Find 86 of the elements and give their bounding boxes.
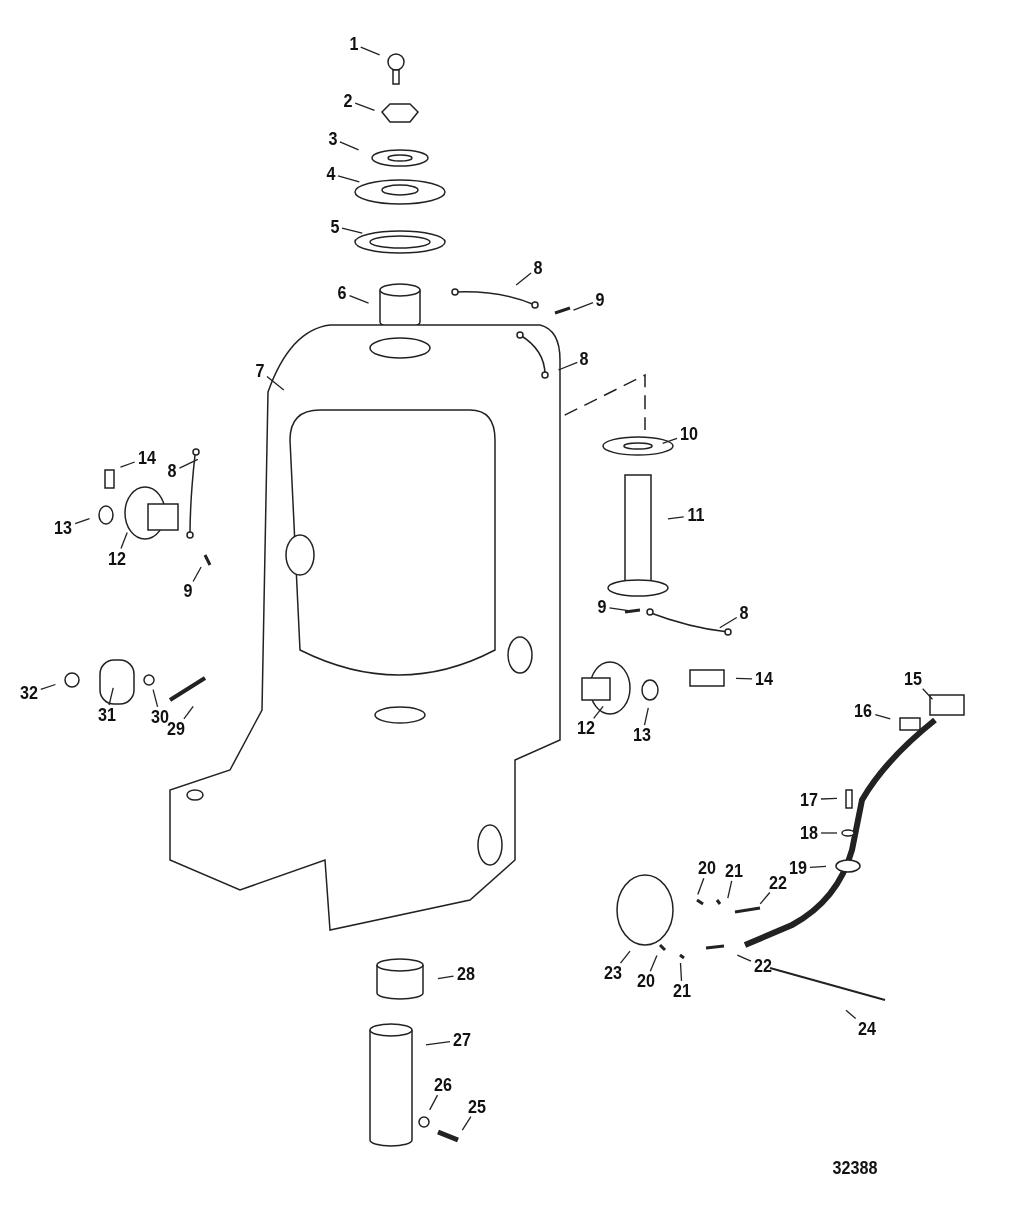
callout-number: 11: [687, 505, 705, 526]
leader-line: [727, 880, 733, 899]
leader-line: [697, 877, 705, 896]
leader-line: [845, 1009, 857, 1020]
figure-number: 32388: [832, 1158, 878, 1178]
leader-line: [183, 705, 194, 720]
leader-line: [667, 516, 685, 520]
callout-number: 19: [789, 857, 808, 878]
leader-line: [461, 1115, 472, 1131]
callout-number: 29: [167, 718, 186, 739]
callout-number: 8: [533, 257, 543, 278]
callout-number: 8: [579, 349, 589, 370]
callout-number: 23: [603, 963, 622, 984]
leader-line: [178, 458, 199, 469]
leader-line: [339, 141, 360, 151]
leader-line: [874, 713, 891, 720]
callout-number: 18: [800, 823, 818, 843]
leader-line: [922, 688, 934, 700]
leader-line: [649, 954, 658, 972]
callout-number: 9: [597, 596, 607, 617]
leader-line: [337, 175, 360, 183]
callout-number: 15: [904, 668, 923, 689]
callout-number: 8: [739, 603, 749, 624]
callout-number: 21: [673, 980, 692, 1001]
leader-line: [557, 361, 578, 371]
leader-line: [354, 102, 376, 111]
leader-line: [572, 302, 594, 311]
callout-number: 27: [453, 1030, 471, 1050]
leader-line: [437, 975, 455, 980]
callout-number: 6: [338, 282, 347, 303]
leader-line: [360, 46, 381, 56]
leader-line: [425, 1040, 451, 1046]
callout-number: 1: [349, 34, 359, 55]
leader-line: [119, 461, 136, 468]
leader-line: [348, 294, 370, 304]
leader-line: [515, 272, 532, 286]
callout-number: 17: [800, 789, 818, 810]
callout-number: 13: [54, 517, 73, 538]
leader-line: [40, 683, 57, 691]
callout-number: 16: [854, 701, 873, 722]
leader-line: [429, 1094, 439, 1111]
leader-line: [820, 797, 838, 800]
leader-line: [593, 705, 604, 720]
leader-line: [820, 832, 838, 834]
leader-line: [736, 954, 752, 962]
callout-number: 5: [330, 216, 340, 237]
leader-line: [608, 607, 631, 612]
callout-number: 12: [576, 718, 595, 739]
callout-number: 8: [167, 461, 177, 482]
leader-line: [192, 566, 202, 583]
callout-number: 25: [468, 1096, 487, 1117]
leader-line: [661, 437, 678, 445]
callout-number: 20: [637, 971, 656, 992]
leader-line: [679, 962, 683, 982]
callout-number: 28: [456, 964, 475, 985]
callout-number: 21: [725, 860, 743, 881]
leader-line: [735, 677, 753, 680]
callout-number: 22: [769, 872, 788, 893]
callout-number: 10: [680, 424, 698, 445]
leader-line: [120, 531, 128, 550]
callout-number: 12: [108, 548, 127, 569]
callout-number: 31: [97, 705, 116, 726]
callout-number: 14: [137, 447, 156, 468]
callout-number: 9: [183, 581, 192, 602]
callout-number: 3: [328, 128, 338, 149]
callout-number: 24: [858, 1018, 877, 1039]
callout-number: 14: [755, 669, 773, 690]
callout-number: 9: [595, 290, 605, 310]
leader-line: [266, 375, 285, 391]
callout-number: 7: [255, 361, 265, 381]
leader-line: [152, 689, 159, 708]
callout-number: 32: [19, 683, 38, 704]
leader-line: [809, 865, 827, 868]
callout-number: 2: [343, 90, 353, 111]
callout-number: 20: [698, 858, 717, 879]
leader-line: [719, 616, 738, 629]
leader-line: [759, 891, 771, 905]
leader-line: [74, 518, 91, 525]
callout-number: 22: [754, 956, 772, 977]
callout-number: 26: [433, 1075, 452, 1096]
callout-number: 4: [326, 164, 336, 184]
leader-line: [643, 707, 649, 726]
leader-line: [619, 950, 631, 964]
leader-line: [341, 227, 363, 234]
leader-line: [108, 687, 114, 706]
callout-number: 13: [633, 725, 652, 746]
